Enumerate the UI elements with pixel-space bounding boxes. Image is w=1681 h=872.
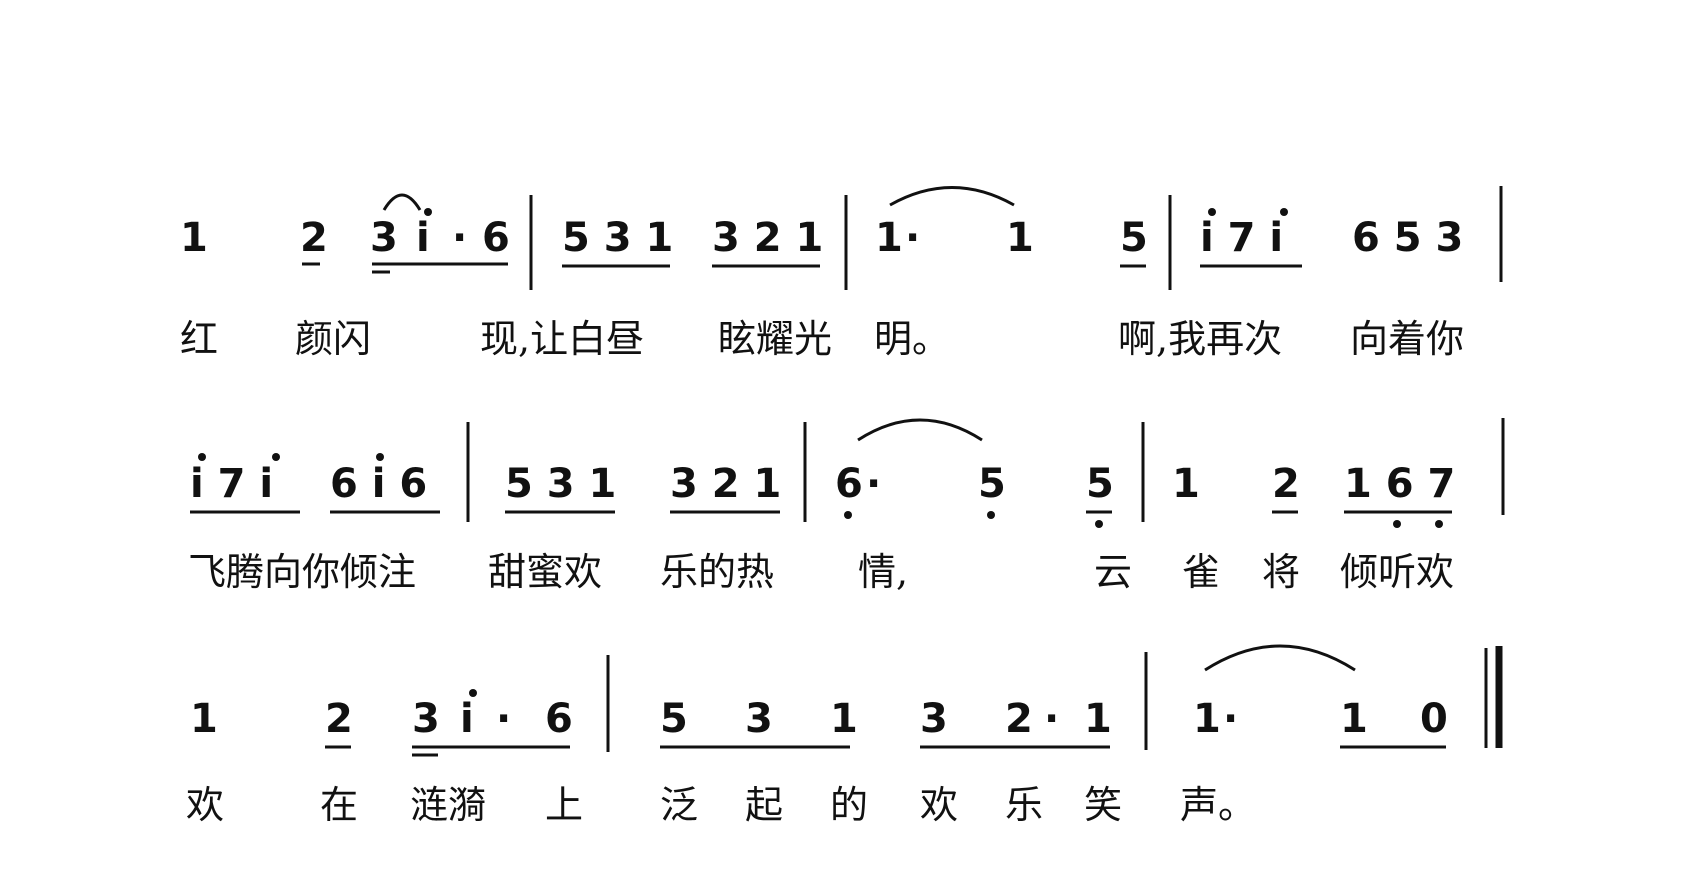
note-group: 6 i 6 xyxy=(330,461,427,507)
lyric: 眩耀光 xyxy=(718,317,832,361)
note: i xyxy=(416,215,430,261)
system-3: 1 2 3 i · 6 5 3 1 3 2 · 1 1 · 1 0 欢 在 涟漪… xyxy=(186,644,1503,827)
note: 0 xyxy=(1420,696,1448,742)
note: 3 xyxy=(745,696,773,742)
note: 1 xyxy=(1340,696,1368,742)
note: 3 xyxy=(920,696,948,742)
lyric: 乐的热 xyxy=(660,550,774,594)
note: 5 xyxy=(1120,215,1148,261)
low-octave-dot xyxy=(1393,520,1401,528)
note: 2 xyxy=(325,696,353,742)
note: · xyxy=(452,215,467,261)
low-octave-dot xyxy=(844,511,852,519)
lyric: 在 xyxy=(320,783,358,827)
note: · xyxy=(496,696,511,742)
octave-dot xyxy=(198,453,206,461)
lyric: 涟漪 xyxy=(410,783,486,827)
note: · xyxy=(1044,696,1059,742)
system-2: i 7 i 6 i 6 5 3 1 3 2 1 6 · 5 5 1 2 1 6 … xyxy=(188,418,1505,594)
note-group: i 7 i xyxy=(190,461,273,507)
note: 3 xyxy=(412,696,440,742)
lyric: 雀 xyxy=(1182,550,1220,594)
lyric: 笑 xyxy=(1084,783,1122,827)
note: · xyxy=(866,461,881,507)
note: 1 xyxy=(1172,461,1200,507)
note: 1 xyxy=(1084,696,1112,742)
note-group: 3 2 1 xyxy=(712,215,823,261)
octave-dot xyxy=(469,689,477,697)
system-1: 1 2 3 i · 6 5 3 1 3 2 1 1 · 1 5 i 7 i 6 … xyxy=(180,186,1503,361)
lyric: 将 xyxy=(1262,550,1300,594)
note: 1 xyxy=(190,696,218,742)
slur xyxy=(857,418,983,442)
lyric: 啊,我再次 xyxy=(1118,317,1282,361)
octave-dot xyxy=(1280,208,1288,216)
note-group: 3 2 1 xyxy=(670,461,781,507)
slur xyxy=(1204,644,1356,672)
lyric: 乐 xyxy=(1005,783,1043,827)
lyric: 情, xyxy=(858,550,908,594)
note: · xyxy=(1223,696,1238,742)
note: 6 xyxy=(835,461,863,507)
note-group: 5 3 1 xyxy=(562,215,673,261)
note-group: 6 5 3 xyxy=(1352,215,1463,261)
lyric: 红 xyxy=(180,317,218,361)
note: 1 xyxy=(180,215,208,261)
slur xyxy=(889,186,1015,207)
lyric: 的 xyxy=(830,783,868,827)
lyric: 飞腾向你倾注 xyxy=(188,550,416,594)
lyric: 向着你 xyxy=(1350,317,1464,361)
note: 2 xyxy=(1272,461,1300,507)
octave-dot xyxy=(1208,208,1216,216)
note: 5 xyxy=(660,696,688,742)
lyric: 泛 xyxy=(660,783,698,827)
note: 6 xyxy=(482,215,510,261)
low-octave-dot xyxy=(987,511,995,519)
lyric: 颜闪 xyxy=(295,317,371,361)
note-group: i 7 i xyxy=(1200,215,1283,261)
lyric: 声。 xyxy=(1180,783,1256,827)
note-group: 5 3 1 xyxy=(505,461,616,507)
note: 1 xyxy=(1006,215,1034,261)
lyric: 欢 xyxy=(186,783,224,827)
note: · xyxy=(905,215,920,261)
lyric: 明。 xyxy=(874,317,950,361)
octave-dot xyxy=(376,453,384,461)
note: 6 xyxy=(545,696,573,742)
lyric: 欢 xyxy=(920,783,958,827)
note: 5 xyxy=(1086,461,1114,507)
lyric: 甜蜜欢 xyxy=(488,550,602,594)
lyric: 上 xyxy=(545,783,583,827)
low-octave-dot xyxy=(1435,520,1443,528)
note: i xyxy=(460,696,474,742)
lyric: 云 xyxy=(1094,550,1132,594)
lyric: 倾听欢 xyxy=(1340,550,1454,594)
lyric: 现,让白昼 xyxy=(480,317,644,361)
low-octave-dot xyxy=(1095,520,1103,528)
slur xyxy=(382,193,422,211)
note-group: 1 6 7 xyxy=(1344,461,1455,507)
lyric: 起 xyxy=(745,783,783,827)
note: 1 xyxy=(1193,696,1221,742)
note: 1 xyxy=(830,696,858,742)
octave-dot xyxy=(272,453,280,461)
note: 5 xyxy=(978,461,1006,507)
note: 2 xyxy=(1005,696,1033,742)
octave-dot xyxy=(424,208,432,216)
note: 1 xyxy=(875,215,903,261)
note: 2 xyxy=(300,215,328,261)
note: 3 xyxy=(370,215,398,261)
